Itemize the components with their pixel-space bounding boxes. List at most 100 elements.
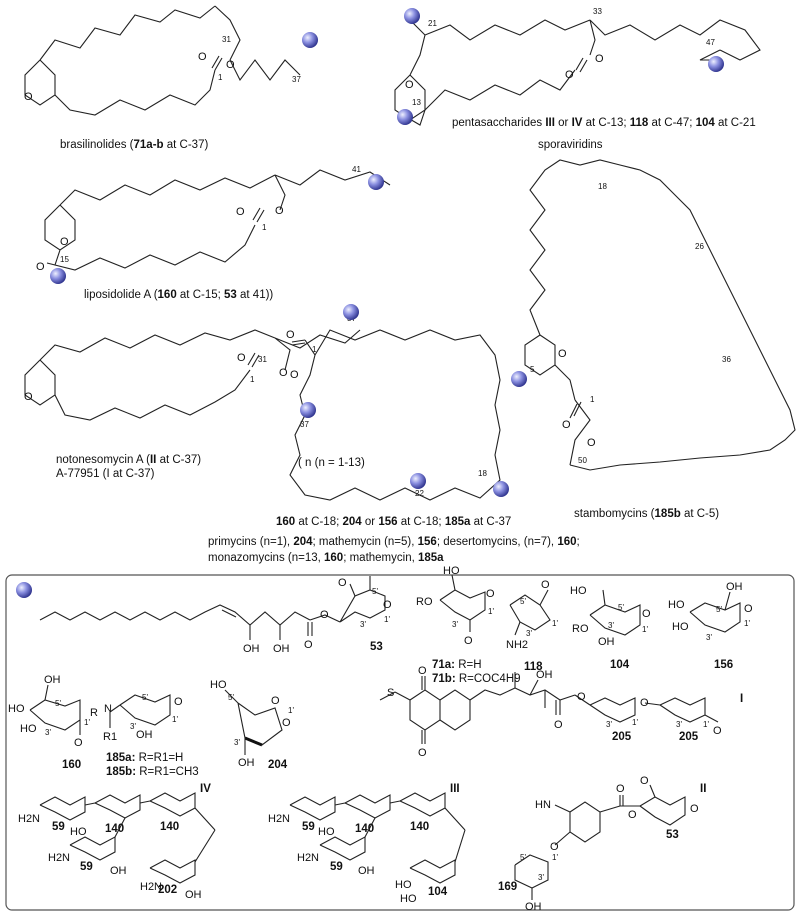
- sugar-label-185a: 185a: R=R1=H: [106, 752, 183, 764]
- position: 3': [538, 873, 544, 882]
- position: 1': [632, 718, 638, 727]
- position: 3': [452, 620, 458, 629]
- o: O: [577, 691, 586, 703]
- position: 5': [618, 603, 624, 612]
- position: 3': [526, 629, 532, 638]
- ester-oxygen: O: [275, 205, 284, 217]
- sugar-attachment-ball: [343, 304, 359, 320]
- sporaviridins-caption: pentasaccharides III or IV at C-13; 118 …: [452, 117, 756, 129]
- sugar-label: 59: [330, 861, 343, 873]
- position-50: 50: [578, 456, 587, 465]
- primycins-caption-line2: primycins (n=1), 204; mathemycin (n=5), …: [208, 536, 580, 548]
- position: 1': [744, 619, 750, 628]
- sugar-label: 59: [52, 821, 65, 833]
- sugar-attachment-ball: [410, 473, 426, 489]
- sugar-160: OH HO HO O 5' 3' 1' 160: [8, 674, 90, 771]
- o: O: [690, 803, 699, 815]
- sugar-label: 140: [355, 823, 374, 835]
- carbonyl-oxygen: O: [562, 419, 571, 431]
- position-1: 1: [312, 345, 317, 354]
- sugar-attachment-ball: [708, 56, 724, 72]
- h2n: H2N: [297, 852, 319, 864]
- o: O: [640, 697, 649, 709]
- o: O: [464, 635, 473, 647]
- position-26: 26: [695, 242, 704, 251]
- sugar-label-71a: 71a: R=H: [432, 659, 482, 671]
- ester-oxygen: O: [595, 53, 604, 65]
- sugar-53-long-chain: OH OH O O O O 5' 3' 1' 53: [39, 576, 392, 655]
- o: O: [271, 695, 280, 707]
- carbonyl-oxygen: O: [565, 69, 574, 81]
- sugar-label: 202: [158, 884, 177, 896]
- sugar-205-quinone: O O S OH O O O O 3' 1' 3' 1' 205 205 I: [379, 665, 743, 759]
- liposidolide-caption: liposidolide A (160 at C-15; 53 at 41)): [84, 289, 273, 301]
- position-47: 47: [706, 38, 715, 47]
- position: 3': [234, 738, 240, 747]
- oh: OH: [358, 865, 375, 877]
- sporaviridins-structure: O O O 21 33 47 13 pentasaccharides III o…: [394, 7, 761, 151]
- position-1: 1: [262, 223, 267, 232]
- roman-label-III: III: [450, 783, 460, 795]
- o: O: [304, 639, 313, 651]
- sugar-attachment-ball: [404, 8, 420, 24]
- roman-label-IV: IV: [200, 783, 211, 795]
- position-1: 1: [590, 395, 595, 404]
- nh2: NH2: [506, 639, 528, 651]
- sugar-label-185b: 185b: R=R1=CH3: [106, 766, 199, 778]
- h2n: H2N: [48, 852, 70, 864]
- oh: OH: [243, 643, 260, 655]
- primycins-structure: O O 1 37 22 18 ( n (n = 1-13) 160 at C-1…: [208, 329, 580, 564]
- oh: OH: [525, 901, 542, 913]
- o: O: [383, 599, 392, 611]
- sugar-185: R N R1 OH O 5' 3' 1' 185a: R=R1=H 185b: …: [90, 693, 199, 778]
- oh: OH: [185, 889, 202, 901]
- position-37: 37: [292, 75, 301, 84]
- position-37: 37: [300, 420, 309, 429]
- position: 1': [703, 720, 709, 729]
- ho: HO: [668, 599, 685, 611]
- sugar-label: 140: [410, 821, 429, 833]
- position: 1': [552, 619, 558, 628]
- position: 1': [384, 615, 390, 624]
- position: 1': [552, 853, 558, 862]
- position: 5': [228, 693, 234, 702]
- sugar-label: 59: [80, 861, 93, 873]
- brasilinolides-caption: brasilinolides (71a-b at C-37): [60, 139, 208, 151]
- sugar-legend-box: OH OH O O O O 5' 3' 1' 53 HO RO O O 1' 3…: [5, 565, 795, 913]
- position-33: 33: [593, 7, 602, 16]
- liposidolide-structure: O O O O 41 1 15 liposidolide A (160 at C…: [36, 165, 391, 301]
- stambomycins-caption: stambomycins (185b at C-5): [574, 508, 719, 520]
- o: O: [338, 577, 347, 589]
- oh: OH: [598, 636, 615, 648]
- stambomycins-structure: O O O 18 26 5 36 1 50 stambomycins (185b…: [511, 159, 796, 520]
- position: 1': [172, 715, 178, 724]
- o: O: [628, 809, 637, 821]
- o: O: [642, 608, 651, 620]
- position: 3': [608, 621, 614, 630]
- h2n: H2N: [18, 813, 40, 825]
- sugar-label-156: 156: [714, 659, 733, 671]
- sugar-118: O NH2 5' 3' 1' 118: [506, 579, 558, 673]
- o: O: [554, 719, 563, 731]
- sugar-attachment-ball: [511, 371, 527, 387]
- position-22: 22: [415, 489, 424, 498]
- sugar-label: 140: [105, 823, 124, 835]
- sugar-104: HO RO OH O 5' 3' 1' 104: [570, 585, 651, 671]
- roman-label-I: I: [740, 693, 743, 705]
- sugar-204: HO OH O O 5' 3' 1' 204: [210, 679, 294, 771]
- o: O: [713, 725, 722, 737]
- sugar-label: 140: [160, 821, 179, 833]
- roman-label-II: II: [700, 783, 706, 795]
- position: 3': [45, 728, 51, 737]
- sugar-label-104: 104: [610, 659, 630, 671]
- position: 5': [520, 597, 526, 606]
- ester-oxygen: O: [279, 367, 288, 379]
- position-15: 15: [60, 255, 69, 264]
- position-5: 5: [530, 365, 535, 374]
- sugar-label: 59: [302, 821, 315, 833]
- o: O: [74, 737, 83, 749]
- h2n: H2N: [268, 813, 290, 825]
- brasilinolides-structure: O O O 31 37 1 brasilinolides (71a-b at C…: [24, 5, 318, 151]
- ester-oxygen: O: [226, 59, 235, 71]
